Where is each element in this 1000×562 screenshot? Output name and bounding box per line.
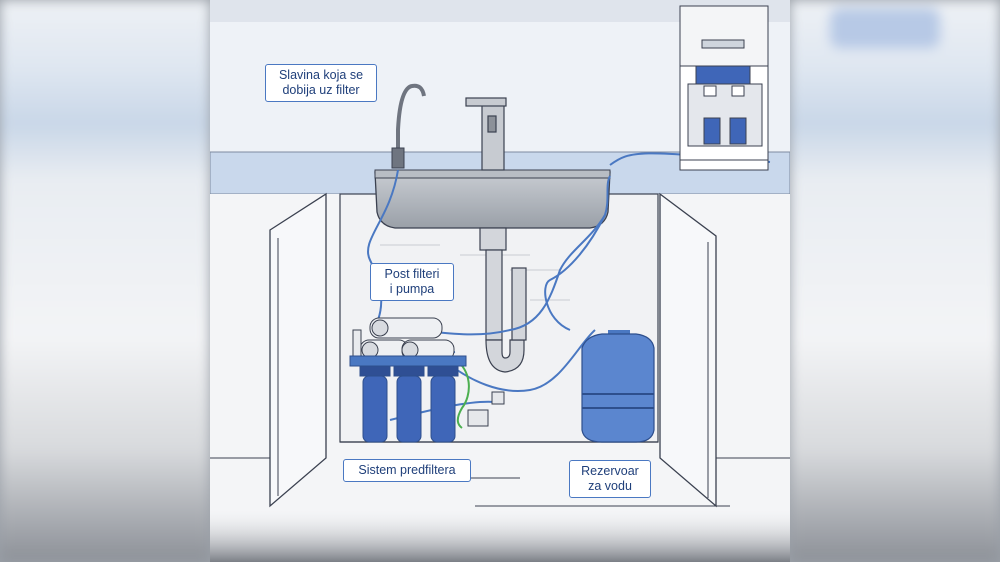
drain-pipe xyxy=(479,227,527,373)
power-outlet xyxy=(467,409,489,427)
green-hose xyxy=(455,359,470,429)
wall-top-shade xyxy=(210,0,790,22)
water-tank-icon xyxy=(581,330,655,443)
tank-label: Rezervoar za vodu xyxy=(569,460,651,498)
water-dispenser-icon xyxy=(679,5,769,171)
filter-bracket xyxy=(349,355,467,367)
faucet-label: Slavina koja se dobija uz filter xyxy=(265,64,377,102)
kitchen-illustration xyxy=(210,0,790,562)
valve xyxy=(491,391,505,405)
main-faucet-icon xyxy=(465,97,507,171)
filter-cartridge-icon xyxy=(359,365,459,443)
left-blurred-background xyxy=(0,0,210,562)
prefilter-label: Sistem predfiltera xyxy=(343,459,471,482)
sink-icon xyxy=(374,171,611,229)
diagram-scene: Slavina koja se dobija uz filter Post fi… xyxy=(210,0,790,562)
blurred-shape xyxy=(830,8,940,48)
post-filters-label: Post filteri i pumpa xyxy=(370,263,454,301)
faucet-icon xyxy=(396,83,426,168)
left-cabinet-door xyxy=(269,192,327,508)
right-blurred-background xyxy=(790,0,1000,562)
floor-shade xyxy=(210,510,790,562)
post-filter-cartridges xyxy=(352,317,455,361)
